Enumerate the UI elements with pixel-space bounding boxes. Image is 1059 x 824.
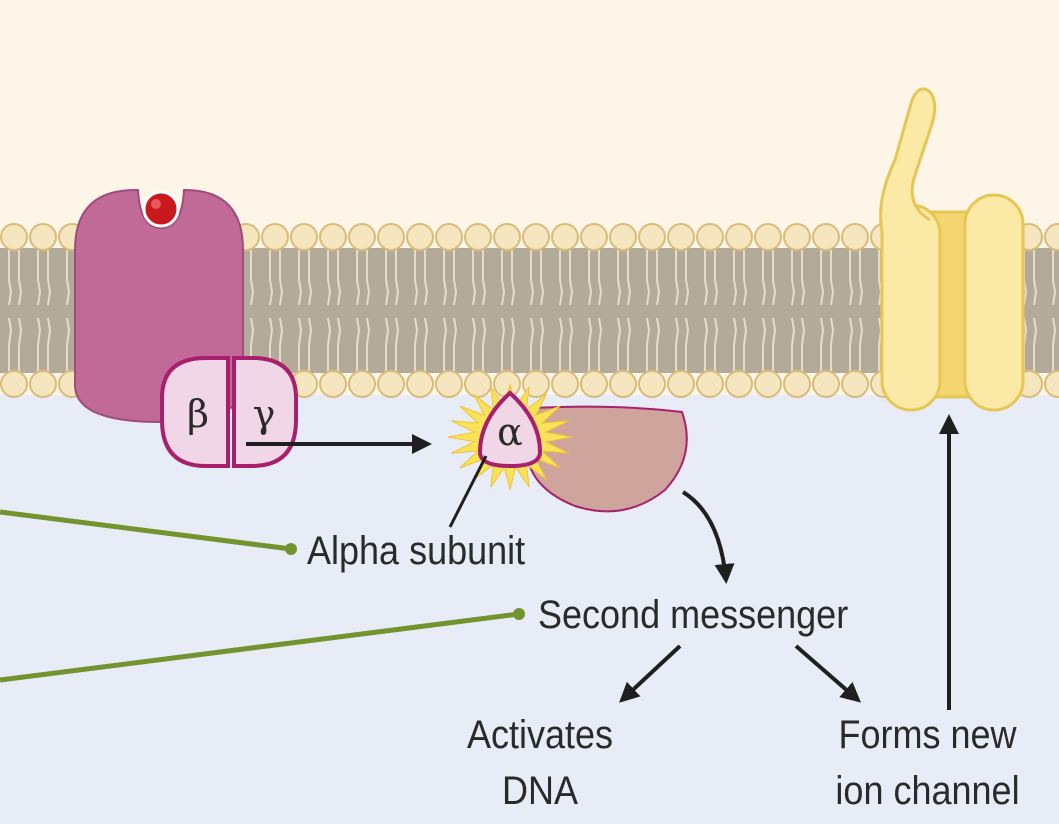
second-messenger-label: Second messenger (538, 593, 849, 637)
gamma-subunit (232, 356, 298, 468)
alpha-pointer-line (448, 455, 488, 528)
to-dna-arrow (619, 644, 682, 703)
activates-dna-label-line2: DNA (501, 769, 578, 813)
ion-channel (879, 87, 1025, 412)
alpha-subunit-label: Alpha subunit (307, 529, 526, 573)
enzyme-to-messenger-arrow (681, 490, 735, 584)
beta-gamma-subunits: β γ (160, 356, 298, 468)
to-channel-arrow (794, 644, 862, 703)
ligand-molecule (142, 190, 180, 228)
forms-channel-label-line2: ion channel (835, 769, 1020, 813)
effector-enzyme (526, 405, 688, 513)
activates-dna-label-line1: Activates (466, 713, 614, 757)
beta-subunit (160, 356, 230, 468)
forms-channel-label-line1: Forms new (838, 713, 1017, 757)
callout-second-messenger (0, 608, 525, 683)
gamma-symbol: γ (253, 392, 276, 436)
callout-alpha (0, 509, 297, 555)
alpha-subunit (477, 390, 543, 469)
alpha-symbol: α (497, 410, 523, 454)
beta-symbol: β (187, 392, 209, 436)
